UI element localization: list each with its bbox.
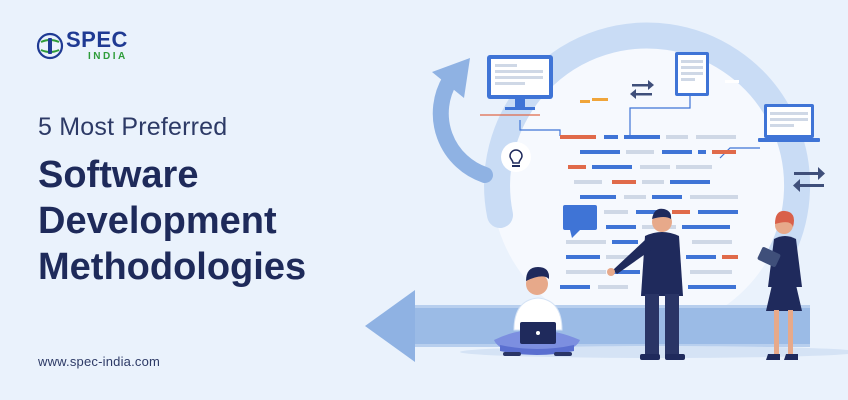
headline-title: Software Development Methodologies — [38, 152, 306, 290]
swap-arrows-icon — [630, 80, 825, 192]
chat-bubble-icon — [563, 205, 597, 238]
lightbulb-icon — [501, 142, 531, 172]
monitor-icon — [487, 55, 553, 110]
brand-region: INDIA — [88, 51, 128, 62]
tag-marker — [580, 98, 608, 103]
headline-line-2: Development — [38, 200, 277, 242]
brand-name: SPEC — [66, 27, 128, 52]
code-lines — [560, 135, 738, 289]
document-icon — [675, 52, 739, 96]
laptop-icon — [758, 104, 820, 142]
website-link[interactable]: www.spec-india.com — [38, 354, 161, 369]
connector-lines — [519, 96, 760, 159]
left-arrow-icon — [365, 290, 810, 362]
headline-line-3: Methodologies — [38, 246, 307, 288]
process-ring — [484, 22, 811, 268]
person-sitting — [494, 267, 580, 356]
headline-kicker: 5 Most Preferred — [38, 113, 228, 141]
globe-logo-icon — [36, 32, 64, 60]
brand-logo[interactable]: SPEC INDIA — [36, 28, 156, 64]
headline-line-1: Software — [38, 154, 199, 196]
person-standing-man — [607, 208, 685, 360]
cycle-arrow-icon — [432, 58, 493, 183]
person-standing-woman — [757, 210, 802, 360]
